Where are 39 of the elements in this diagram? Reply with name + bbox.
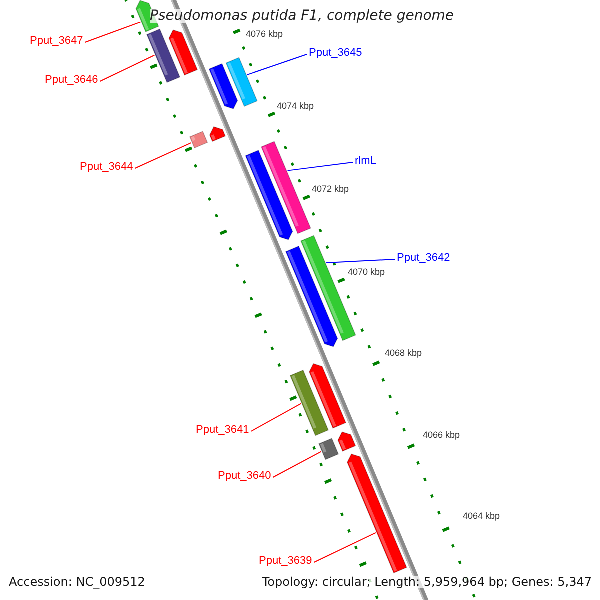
- gene-label: Pput_3639: [259, 556, 312, 567]
- scale-label: 4074 kbp: [277, 102, 314, 111]
- leader-line: [326, 259, 396, 264]
- leader-line: [287, 162, 354, 172]
- scale-label: 4066 kbp: [423, 431, 460, 440]
- leader-line: [250, 403, 302, 432]
- gene-bar: [261, 141, 312, 234]
- gene-label: Pput_3646: [45, 75, 98, 86]
- leader-line: [84, 22, 142, 43]
- gene-bar: [146, 28, 181, 84]
- gene-label: Pput_3645: [309, 48, 362, 59]
- leader-line: [134, 142, 192, 169]
- accession-note: Accession: NC_009512: [9, 576, 146, 588]
- gene-bar: [347, 454, 408, 574]
- gene-label: rlmL: [355, 156, 376, 167]
- gene-bar: [290, 370, 330, 436]
- gene-bar: [190, 131, 208, 149]
- gene-label: Pput_3642: [397, 253, 450, 264]
- scale-label: 4076 kbp: [246, 30, 284, 39]
- gene-bar: [168, 30, 198, 76]
- gene-bar: [226, 57, 258, 108]
- gene-bar: [318, 438, 340, 460]
- gene-bar: [208, 63, 238, 110]
- gene-label: Pput_3647: [30, 36, 84, 47]
- gene-label: Pput_3644: [80, 162, 134, 173]
- scale-label: 4068 kbp: [385, 349, 422, 358]
- leader-line: [314, 532, 376, 563]
- scale-label: 4072 kbp: [312, 185, 350, 194]
- leader-line: [272, 451, 322, 478]
- gene-bar: [209, 126, 226, 142]
- leader-line: [100, 54, 156, 82]
- gene-label: Pput_3641: [196, 425, 250, 436]
- gene-label: Pput_3640: [218, 471, 272, 482]
- gene-bar: [286, 246, 338, 348]
- scale-label: 4064 kbp: [463, 512, 500, 521]
- scale-label: 4070 kbp: [348, 268, 386, 277]
- gene-bar: [338, 432, 356, 452]
- gene-bar: [245, 150, 294, 240]
- gene-bar: [309, 363, 347, 429]
